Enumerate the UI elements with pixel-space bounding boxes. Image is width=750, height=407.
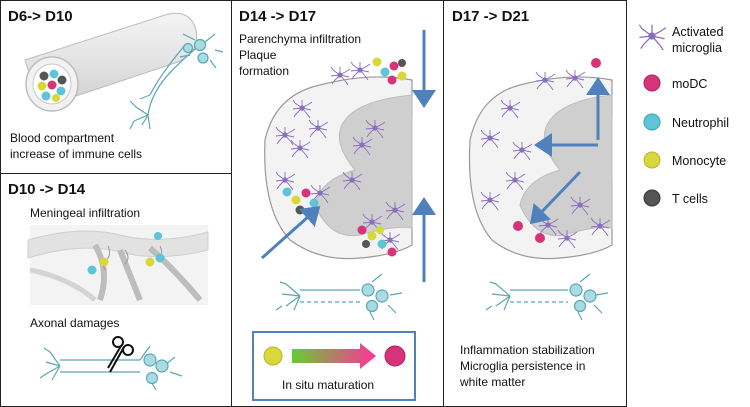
label-axonal-damages: Axonal damages: [30, 316, 120, 330]
immune-cells-p3: [282, 57, 407, 257]
arrows-p4: [529, 77, 610, 225]
tcell-icon: [643, 189, 661, 207]
legend-label-modc: moDC: [672, 77, 708, 91]
spinal-cord-illustration-p4: [468, 76, 613, 260]
maturation-box: [252, 331, 416, 401]
modc-icon: [643, 74, 661, 92]
legend-label-neutrophil: Neutrophil: [672, 116, 729, 130]
neuron-illustration-p3: [275, 273, 403, 321]
neuron-illustration-p4: [485, 273, 609, 321]
legend-label-microglia-2: microglia: [672, 41, 723, 55]
scissors-icon: [107, 336, 134, 373]
caption-p4-line3: white matter: [460, 375, 526, 389]
label-meningeal-infiltration: Meningeal infiltration: [30, 206, 141, 220]
legend-label-tcells: T cells: [672, 192, 708, 206]
meninges-illustration: [27, 225, 209, 305]
caption-p3-line3: formation: [239, 64, 290, 78]
neutrophil-icon: [643, 113, 661, 131]
panel-title-d10-d14: D10 -> D14: [8, 181, 86, 198]
panel-title-d17-d21: D17 -> D21: [452, 8, 530, 25]
caption-p3-line1: Parenchyma infiltration: [239, 32, 362, 46]
caption-p3-line2: Plaque: [239, 48, 277, 62]
legend-label-microglia-1: Activated: [672, 25, 724, 39]
spinal-cord-illustration-p3: [264, 76, 413, 260]
caption-p1-line2: increase of immune cells: [10, 147, 143, 161]
panel-title-d14-d17: D14 -> D17: [239, 8, 317, 25]
caption-p4-line2: Microglia persistence in: [460, 359, 586, 373]
blood-vessel-illustration: [24, 12, 198, 112]
microglia-icon: [638, 24, 667, 51]
infiltration-arrows-p3: [261, 30, 436, 282]
caption-p1-line1: Blood compartment: [10, 131, 115, 145]
maturation-label: In situ maturation: [282, 378, 375, 392]
caption-p4-line1: Inflammation stabilization: [460, 343, 595, 357]
immune-cells-p4: [513, 58, 601, 243]
legend-label-monocyte: Monocyte: [672, 154, 727, 168]
monocyte-icon: [643, 151, 661, 169]
panel-title-d6-d10: D6-> D10: [8, 8, 73, 25]
neuron-illustration-p2: [39, 345, 183, 391]
neuron-illustration-p1: [129, 33, 224, 130]
